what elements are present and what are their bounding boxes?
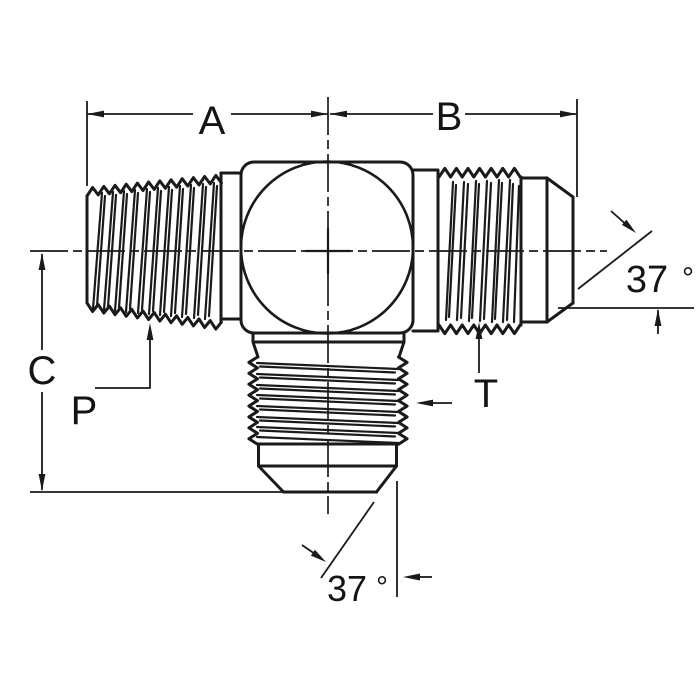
dim-c-label: C <box>28 349 57 393</box>
dim-a-arrow-left <box>87 110 104 118</box>
bottom-port-left-thread-crests <box>247 355 259 446</box>
left-port-thread-flanks-echo <box>95 184 219 318</box>
dim-c-arrow-bottom <box>38 474 46 491</box>
bottom-port-thread-flanks <box>255 361 400 445</box>
angle-bottom-arrow-left <box>403 573 420 581</box>
p-leader-line <box>95 328 151 389</box>
angle-right-37: 37 ° <box>558 210 694 334</box>
dim-b-label: B <box>436 95 463 139</box>
bottom-port-land <box>257 442 398 468</box>
angle-right-degree: ° <box>682 262 694 295</box>
angle-bottom-degree: ° <box>376 571 388 604</box>
dim-c-arrow-top <box>38 253 46 270</box>
angle-right-value: 37 <box>626 259 668 301</box>
angle-bottom-arrow <box>310 549 326 562</box>
dimension-c: C <box>28 253 284 493</box>
left-port-collar <box>219 171 243 321</box>
right-port-thread-flanks-echo <box>447 181 515 322</box>
right-port-land <box>519 176 549 324</box>
left-port-bottom-thread-crests <box>85 301 223 331</box>
p-leader-arrow <box>146 323 154 340</box>
t-arrow-left <box>416 399 433 407</box>
dim-b-arrow-right <box>560 110 577 118</box>
callout-t: T <box>416 322 498 416</box>
dim-a-label: A <box>199 99 226 143</box>
angle-right-diagonal <box>577 230 653 290</box>
fitting-body <box>239 160 415 335</box>
left-port-pipe-thread <box>85 171 243 331</box>
t-arrow-up <box>475 322 483 339</box>
dimension-b: B <box>330 95 578 197</box>
t-label: T <box>474 372 498 416</box>
bottom-port-thread-flanks-echo <box>258 365 397 438</box>
p-label: P <box>71 389 98 433</box>
angle-right-arrow <box>621 219 636 233</box>
angle-bottom-diagonal <box>320 501 375 579</box>
left-port-top-thread-crests <box>85 173 223 198</box>
left-port-thread-flanks <box>91 181 216 321</box>
bottom-port-neck <box>251 331 406 359</box>
bottom-port-right-thread-crests <box>397 355 409 446</box>
right-port-thread-flanks <box>444 178 521 324</box>
dim-b-arrow-left <box>330 110 347 118</box>
right-port-top-thread-crests <box>437 166 522 179</box>
angle-right-arrow-up <box>654 309 662 326</box>
body-hex-circle <box>239 160 415 335</box>
dim-a-arrow-right <box>311 110 328 118</box>
angle-bottom-37: 37 ° <box>301 481 432 609</box>
center-cross <box>304 227 352 275</box>
angle-bottom-leader <box>301 544 316 555</box>
right-port-flare-chamfer <box>545 176 575 324</box>
right-port-collar <box>411 168 440 333</box>
bottom-port-flare-thread <box>247 331 409 494</box>
bottom-port-flare-chamfer <box>257 464 398 494</box>
angle-bottom-value: 37 <box>327 568 367 609</box>
dimension-a: A <box>86 99 328 186</box>
callout-p: P <box>71 323 154 433</box>
